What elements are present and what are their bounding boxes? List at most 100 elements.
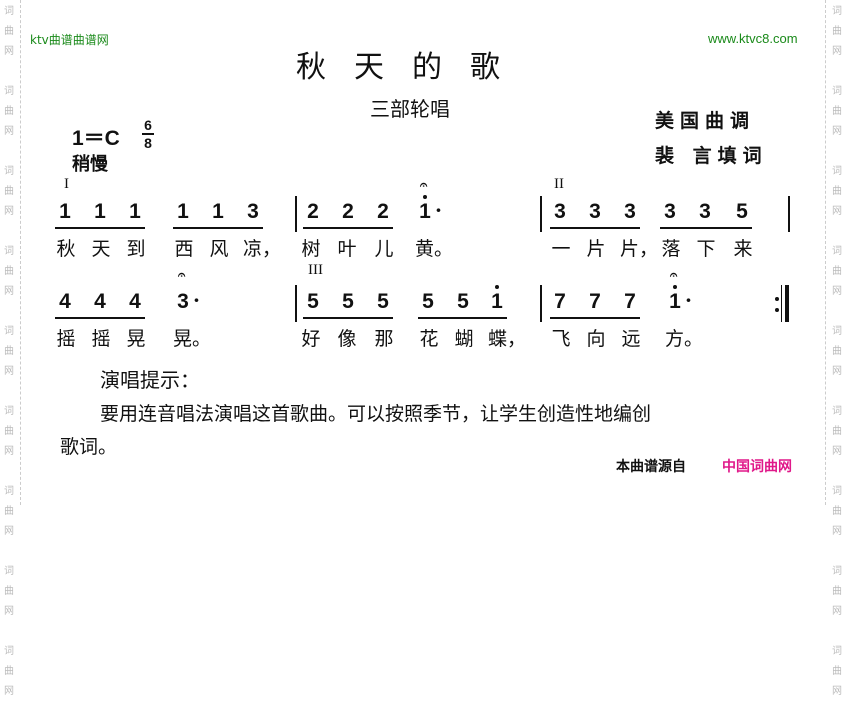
- part-marker-1: I: [64, 176, 69, 192]
- note: 1: [59, 200, 71, 223]
- note: 1: [212, 200, 224, 223]
- time-signature-top: 6: [144, 117, 152, 133]
- high-octave-dot: [673, 285, 677, 289]
- lyric-syllable: 蝴: [454, 328, 474, 350]
- lyric-syllable: 蝶，: [488, 328, 527, 350]
- lyric-syllable: 摇: [91, 328, 111, 350]
- note: 5: [377, 290, 389, 313]
- time-signature-bottom: 8: [144, 135, 152, 151]
- note: 3: [624, 200, 636, 223]
- song-title: 秋天的歌: [296, 50, 528, 85]
- lyric-syllable: 花: [419, 328, 439, 350]
- lyric-syllable: 远: [621, 328, 641, 350]
- hint-heading: 演唱提示：: [100, 368, 200, 392]
- lyric-syllable: 风: [209, 238, 229, 260]
- barline: [540, 196, 542, 232]
- repeat-dot: [775, 308, 779, 312]
- lyric-syllable: 方。: [665, 328, 704, 350]
- eighth-note-beam: [660, 227, 752, 229]
- note: 4: [94, 290, 106, 313]
- eighth-note-beam: [173, 227, 263, 229]
- repeat-end-thick-barline: [785, 285, 789, 322]
- repeat-dot: [775, 297, 779, 301]
- eighth-note-beam: [303, 317, 393, 319]
- note: 3: [699, 200, 711, 223]
- eighth-note-beam: [550, 227, 640, 229]
- lyric-syllable: 天: [91, 238, 111, 260]
- tempo-marking: 稍慢: [72, 154, 108, 175]
- lyric-syllable: 晃。: [173, 328, 212, 350]
- site-url-right[interactable]: www.ktvc8.com: [708, 31, 798, 46]
- high-octave-dot: [495, 285, 499, 289]
- lyric-syllable: 来: [733, 238, 753, 260]
- watermark-left: 词曲网词曲网词曲网词曲网词曲网词曲网词曲网词曲网词曲网: [4, 6, 14, 697]
- dotted-note-dot: ·: [685, 288, 692, 312]
- fermata-icon: 𝄐: [670, 267, 678, 282]
- repeat-end-thin-barline: [781, 285, 782, 322]
- note: 7: [624, 290, 636, 313]
- note: 2: [377, 200, 389, 223]
- time-signature: 6 8: [142, 118, 154, 150]
- hint-body-line1: 要用连音唱法演唱这首歌曲。可以按照季节，让学生创造性地编创: [100, 403, 652, 425]
- eighth-note-beam: [55, 317, 145, 319]
- watermark-right: 词曲网词曲网词曲网词曲网词曲网词曲网词曲网词曲网词曲网: [832, 6, 842, 697]
- key-signature: 1＝C: [72, 127, 120, 150]
- note: 5: [457, 290, 469, 313]
- note: 1: [94, 200, 106, 223]
- high-octave-dot: [423, 195, 427, 199]
- source-site-link[interactable]: 中国词曲网: [722, 459, 792, 475]
- eighth-note-beam: [418, 317, 507, 319]
- margin-divider-right: [825, 0, 826, 505]
- lyric-syllable: 飞: [551, 328, 571, 350]
- barline: [788, 196, 790, 232]
- lyric-syllable: 树: [301, 238, 321, 260]
- note: 5: [307, 290, 319, 313]
- lyric-syllable: 秋: [56, 238, 76, 260]
- lyric-syllable: 片，: [620, 238, 659, 260]
- fermata-icon: 𝄐: [420, 177, 428, 192]
- lyric-syllable: 像: [337, 328, 357, 350]
- note: 3𝄐: [177, 267, 189, 313]
- barline: [295, 196, 297, 232]
- note: 3: [664, 200, 676, 223]
- note: 1𝄐: [669, 267, 681, 313]
- barline: [540, 285, 542, 322]
- note: 5: [422, 290, 434, 313]
- lyric-syllable: 凉，: [243, 238, 282, 260]
- note: 5: [736, 200, 748, 223]
- lyric-syllable: 一: [551, 238, 571, 260]
- note: 4: [59, 290, 71, 313]
- composer-credit: 美国曲调: [655, 110, 756, 132]
- lyric-syllable: 到: [126, 238, 146, 260]
- note: 3: [554, 200, 566, 223]
- note: 5: [342, 290, 354, 313]
- site-logo-left[interactable]: ktv曲谱曲谱网: [30, 33, 109, 47]
- lyric-syllable: 黄。: [415, 238, 454, 260]
- note: 7: [554, 290, 566, 313]
- lyric-syllable: 摇: [56, 328, 76, 350]
- note: 4: [129, 290, 141, 313]
- note: 7: [589, 290, 601, 313]
- margin-divider-left: [20, 0, 21, 505]
- lyricist-credit: 裴 言填词: [655, 145, 768, 167]
- lyric-syllable: 落: [661, 238, 681, 260]
- part-marker-2: II: [554, 176, 564, 192]
- note: 1: [489, 285, 505, 314]
- lyric-syllable: 下: [696, 238, 716, 260]
- lyric-syllable: 向: [586, 328, 606, 350]
- note: 3: [247, 200, 259, 223]
- note: 2: [307, 200, 319, 223]
- note: 3: [589, 200, 601, 223]
- fermata-icon: 𝄐: [178, 267, 186, 282]
- eighth-note-beam: [303, 227, 393, 229]
- note: 2: [342, 200, 354, 223]
- note: 1: [129, 200, 141, 223]
- eighth-note-beam: [550, 317, 640, 319]
- lyric-syllable: 那: [374, 328, 394, 350]
- note: 1: [177, 200, 189, 223]
- lyric-syllable: 晃: [126, 328, 146, 350]
- note: 1𝄐: [419, 177, 431, 223]
- dotted-note-dot: ·: [193, 288, 200, 312]
- lyric-syllable: 片: [586, 238, 606, 260]
- eighth-note-beam: [55, 227, 145, 229]
